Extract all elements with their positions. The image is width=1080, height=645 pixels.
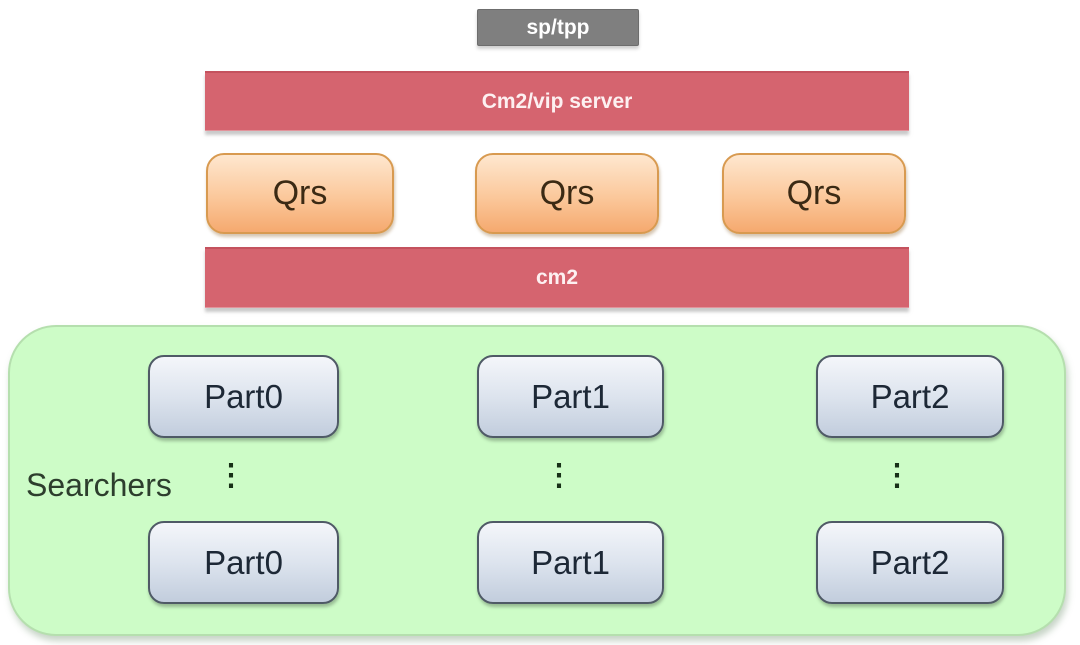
node-part0-row2: Part0: [148, 521, 339, 604]
node-qrs-1: Qrs: [206, 153, 394, 234]
vertical-ellipsis-col3: ⋮: [882, 459, 912, 492]
node-sp-tpp: sp/tpp: [477, 9, 639, 46]
searchers-label: Searchers: [26, 467, 172, 503]
node-part1-row1: Part1: [477, 355, 664, 438]
bar-cm2-vip-server: Cm2/vip server: [205, 71, 909, 131]
vertical-ellipsis-col2: ⋮: [544, 459, 574, 492]
node-part2-row1: Part2: [816, 355, 1004, 438]
searchers-group: Searchers Part0 Part1 Part2 ⋮ ⋮ ⋮ Part0 …: [8, 325, 1066, 636]
node-qrs-2: Qrs: [475, 153, 659, 234]
node-part2-row2: Part2: [816, 521, 1004, 604]
node-qrs-3: Qrs: [722, 153, 906, 234]
bar-cm2: cm2: [205, 247, 909, 308]
vertical-ellipsis-col1: ⋮: [216, 459, 246, 492]
node-part1-row2: Part1: [477, 521, 664, 604]
node-part0-row1: Part0: [148, 355, 339, 438]
